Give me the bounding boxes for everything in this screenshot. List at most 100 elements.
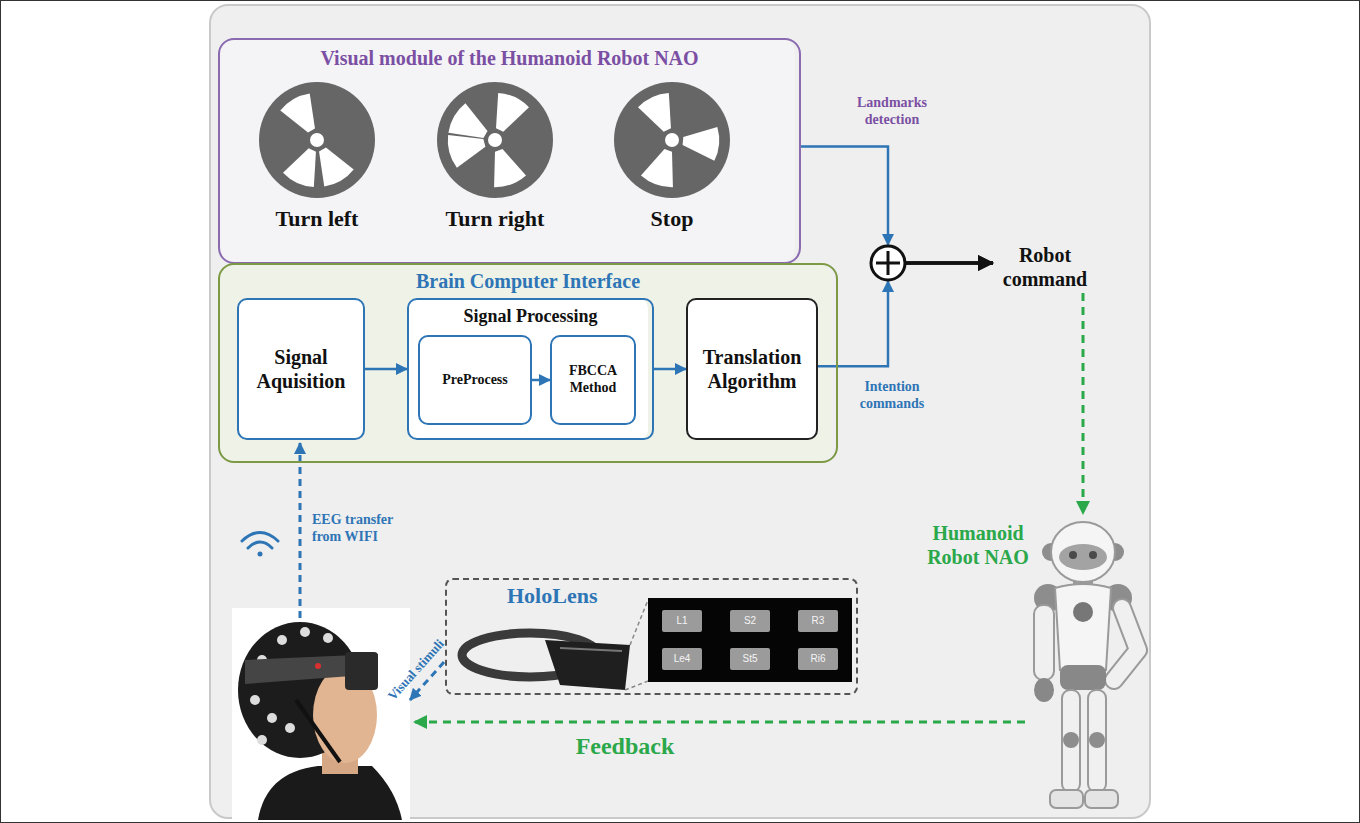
stimulus-button: Le4 [662, 648, 702, 670]
robot-foot [1085, 790, 1118, 808]
naomark-disk [614, 82, 730, 198]
stimulus-button: S2 [730, 610, 770, 632]
photo-ground [232, 608, 410, 820]
summer-plus [887, 251, 890, 275]
chin-strap [296, 700, 340, 762]
naomark-center [310, 133, 324, 147]
command-node: Robot command [995, 243, 1095, 291]
naomark-wedge [483, 145, 527, 191]
hololens-visor [545, 640, 630, 690]
shirt [258, 766, 402, 820]
electrode [267, 713, 277, 723]
feedback-arrow [414, 721, 1025, 724]
naomark-icon [437, 82, 553, 198]
headset-light [315, 663, 321, 669]
connector [1083, 293, 1084, 514]
connector [801, 146, 993, 263]
eeg-arrow [299, 443, 302, 618]
wifi-symbol [242, 533, 278, 557]
link-label: EEG transfer from WIFI [312, 512, 416, 546]
naomark-center [488, 133, 502, 147]
panel-title: Visual module of the Humanoid Robot NAO [220, 46, 799, 70]
process-box: FBCCA Method [550, 335, 636, 425]
button-label: S2 [744, 615, 756, 627]
outer-panel [210, 5, 1150, 818]
robot-hand [1034, 678, 1054, 702]
connector [654, 369, 686, 370]
connector [365, 369, 407, 370]
user-photo [232, 608, 410, 820]
connector-line [532, 379, 550, 382]
box-label: Signal Processing [409, 306, 652, 328]
electrode [285, 723, 295, 733]
naomark-disk [259, 82, 375, 198]
robot-foot [1050, 790, 1083, 808]
naomark-center [665, 133, 679, 147]
zoom-line [630, 600, 648, 645]
feedback-label: Feedback [560, 732, 690, 761]
connector [532, 380, 550, 381]
edge-label: Intention commands [842, 378, 942, 414]
naomark-icon [259, 82, 375, 198]
connector-line [365, 368, 407, 371]
robot-arm [1114, 608, 1138, 680]
robot-face [1059, 544, 1107, 570]
electrode [323, 633, 333, 643]
link-label: Visual stimuli [377, 627, 456, 712]
stimulus-button: St5 [730, 648, 770, 670]
robot-leg [1062, 690, 1080, 792]
stimulus-button: R3 [798, 610, 838, 632]
hololens-screen [648, 598, 852, 682]
hololens-highlight [560, 648, 622, 651]
edge-label: Landmarks detection [842, 94, 942, 130]
landmark-label: Turn right [430, 206, 560, 232]
robot-eye [1089, 551, 1097, 559]
naomark-wedge [484, 90, 530, 137]
robot-torso [1055, 584, 1111, 675]
landmark-label: Stop [607, 206, 737, 232]
box-label: Translation Algorithm [692, 345, 812, 393]
stimulus-button: Ri6 [798, 648, 838, 670]
wifi-arc [248, 542, 272, 548]
connector-line [801, 146, 888, 245]
naomark-wedge [637, 90, 683, 137]
electrode [277, 635, 287, 645]
robot-leg [1088, 690, 1106, 792]
nao-robot [1034, 522, 1138, 808]
robot-arm [1114, 608, 1138, 680]
process-group: Signal ProcessingPreProcess FBCCA Method [407, 298, 654, 440]
naomark-icon [614, 82, 730, 198]
landmark-label: Turn left [252, 206, 382, 232]
module-panel: Brain Computer InterfaceSignal Aquisitio… [218, 263, 838, 463]
wifi-arc [242, 533, 278, 542]
box-label: Signal Aquisition [243, 345, 359, 393]
robot-knee [1089, 732, 1105, 748]
naomark-wedge [640, 145, 684, 191]
robot-node: Humanoid Robot NAO [922, 515, 1157, 818]
process-box: Translation Algorithm [686, 298, 818, 440]
summing-junction [871, 246, 905, 280]
device-box: HoloLensL1S2R3Le4St5Ri6 [445, 578, 858, 695]
connector-line [818, 281, 888, 366]
summer-circle [871, 246, 905, 280]
wifi-dot [258, 552, 263, 557]
connector-line [905, 261, 993, 265]
robot-chest [1073, 602, 1093, 622]
panel-fill [218, 263, 832, 463]
button-label: L1 [676, 615, 687, 627]
robot-hips [1060, 665, 1106, 690]
naomark-wedge [279, 91, 327, 139]
electrode [300, 627, 310, 637]
connector [818, 263, 993, 366]
connector-line [1082, 293, 1085, 514]
box-label: FBCCA Method [556, 363, 630, 397]
robot-label: Humanoid Robot NAO [922, 521, 1034, 569]
box-label: PreProcess [442, 372, 508, 389]
button-label: St5 [742, 653, 757, 665]
naomark-wedge [681, 124, 720, 161]
panel-title: Brain Computer Interface [220, 269, 836, 293]
